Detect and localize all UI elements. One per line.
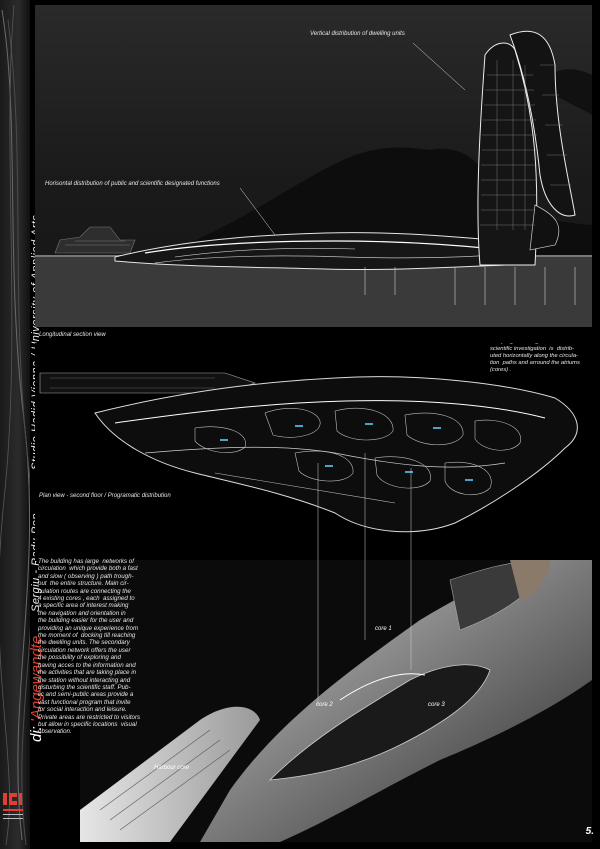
plan-caption: Plan view - second floor / Programatic d… [39,493,171,499]
university-logo [3,793,25,829]
core-3-label: core 3 [428,702,445,708]
vertical-distribution-annotation: Vertical distribution of dwelling units [310,31,405,37]
section-drawing [35,30,592,327]
render-drawing [80,560,592,842]
program-note: The program designated for the scientifi… [490,343,580,373]
plan-drawing [39,372,578,561]
section-caption: Longitudinal section view [39,332,106,338]
plan-view-panel: Plan view - second floor / Programatic d… [35,343,592,561]
circulation-description: The building has large networks of circu… [38,558,141,736]
sidebar-curves [0,4,30,846]
section-view-panel: Vertical distribution of dwelling units … [35,5,592,327]
page-number: 5. [585,826,594,837]
core-1-label: core 1 [375,626,392,632]
harbour-core-label: Harbour core [154,765,190,771]
horizontal-distribution-annotation: Horisontal distribution of public and sc… [45,181,220,187]
render-view-panel: core 1 core 2 core 3 Harbour core [80,560,592,842]
core-2-label: core 2 [316,702,333,708]
sidebar: Studio Hadid Vienna / University of Appl… [0,0,45,849]
